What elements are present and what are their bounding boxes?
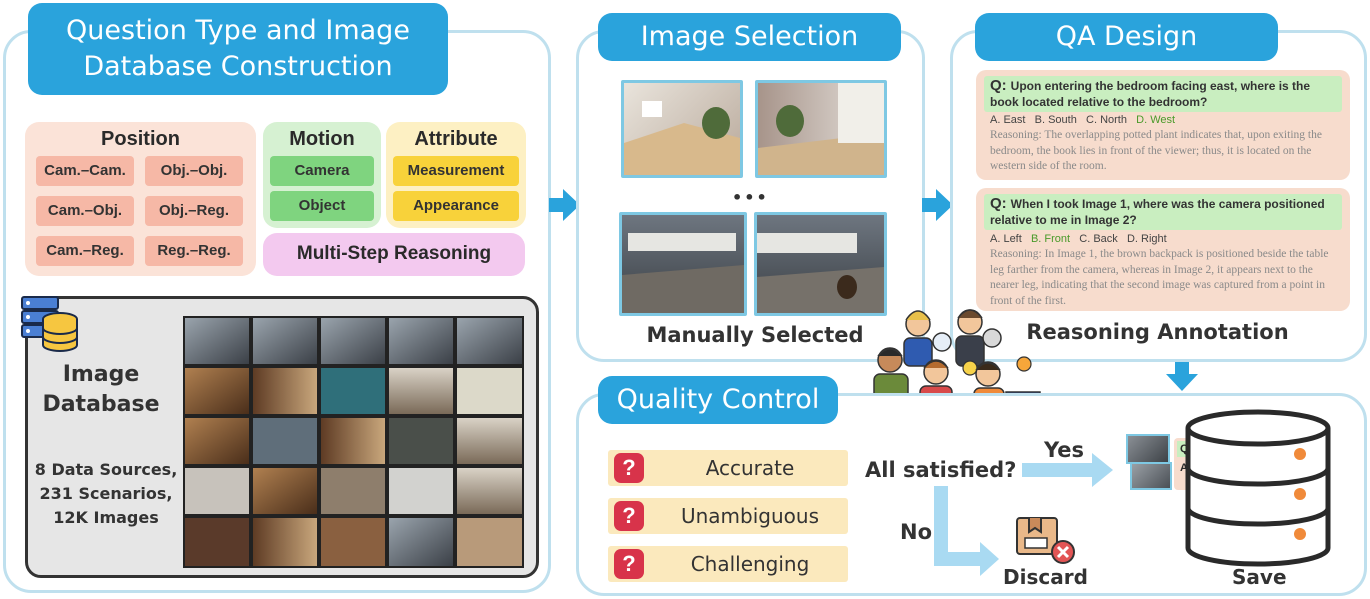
qc-item-accurate: ? Accurate xyxy=(608,450,848,486)
qa-question-1: Q:Upon entering the bedroom facing east,… xyxy=(984,76,1342,112)
option: C. Back xyxy=(1079,233,1118,245)
quality-control-title: Quality Control xyxy=(598,376,838,424)
ellipsis: ••• xyxy=(732,188,769,207)
yes-label: Yes xyxy=(1044,438,1085,462)
question-icon: ? xyxy=(614,549,644,579)
correct-option: D. West xyxy=(1136,114,1176,126)
attribute-box: Attribute Measurement Appearance xyxy=(386,122,526,228)
qc-label: Accurate xyxy=(705,456,795,480)
construction-title: Question Type and Image Database Constru… xyxy=(28,3,448,95)
attribute-chip: Measurement xyxy=(393,156,519,186)
option: C. North xyxy=(1086,114,1127,126)
motion-box: Motion Camera Object xyxy=(263,122,381,228)
grid-row-2 xyxy=(185,368,522,414)
attribute-title: Attribute xyxy=(414,128,498,150)
position-title: Position xyxy=(101,128,180,150)
position-chip: Cam.–Cam. xyxy=(36,156,134,186)
grid-row-1 xyxy=(185,318,522,364)
position-chip: Obj.–Obj. xyxy=(145,156,243,186)
database-stats: 8 Data Sources, 231 Scenarios, 12K Image… xyxy=(34,460,178,527)
option: D. Right xyxy=(1126,233,1167,245)
motion-chip: Camera xyxy=(270,156,374,186)
option: B. South xyxy=(1034,114,1077,126)
database-icon xyxy=(20,295,82,355)
qa-card-1: Q:Upon entering the bedroom facing east,… xyxy=(976,70,1350,180)
qc-label: Challenging xyxy=(690,552,810,576)
qa-options-2: A. Left B. Front C. Back D. Right xyxy=(990,233,1167,245)
qa-reasoning-1: Reasoning: The overlapping potted plant … xyxy=(990,129,1322,172)
question-icon: ? xyxy=(614,453,644,483)
q-mark: Q: xyxy=(990,195,1007,212)
option: A. Left xyxy=(990,233,1022,245)
qa-options-1: A. East B. South C. North D. West xyxy=(990,114,1175,126)
position-chip: Obj.–Reg. xyxy=(145,196,243,226)
grid-row-4 xyxy=(185,468,522,514)
attribute-chip: Appearance xyxy=(393,191,519,221)
selected-photo-1 xyxy=(621,80,743,178)
flow-arrow-icon xyxy=(549,188,581,222)
question-text: Upon entering the bedroom facing east, w… xyxy=(990,79,1311,109)
position-box: Position Cam.–Cam. Obj.–Obj. Cam.–Obj. O… xyxy=(25,122,256,276)
multi-step-box: Multi-Step Reasoning xyxy=(263,233,525,276)
mini-photo xyxy=(1126,434,1170,464)
flow-arrow-icon xyxy=(922,188,954,222)
flow-arrow-down-icon xyxy=(1165,362,1199,392)
qc-label: Unambiguous xyxy=(680,504,819,528)
discard-label: Discard xyxy=(1003,565,1088,589)
qc-item-unambiguous: ? Unambiguous xyxy=(608,498,848,534)
qa-design-title: QA Design xyxy=(975,13,1278,61)
all-satisfied-label: All satisfied? xyxy=(865,458,1017,482)
qa-reasoning-2: Reasoning: In Image 1, the brown backpac… xyxy=(990,248,1329,307)
question-text: When I took Image 1, where was the camer… xyxy=(990,197,1325,227)
question-icon: ? xyxy=(614,501,644,531)
save-label: Save xyxy=(1232,565,1287,589)
position-chip: Reg.–Reg. xyxy=(145,236,243,266)
grid-row-5 xyxy=(185,518,522,566)
no-arrow-icon xyxy=(932,486,1000,582)
no-label: No xyxy=(900,520,933,544)
correct-option: B. Front xyxy=(1030,233,1071,245)
save-database-icon xyxy=(1182,408,1334,568)
position-chip: Cam.–Reg. xyxy=(36,236,134,266)
qc-item-challenging: ? Challenging xyxy=(608,546,848,582)
q-mark: Q: xyxy=(990,77,1007,94)
option: A. East xyxy=(990,114,1026,126)
multi-step-label: Multi-Step Reasoning xyxy=(296,243,492,264)
selected-photo-4 xyxy=(754,212,887,316)
motion-title: Motion xyxy=(289,128,355,150)
qa-question-2: Q:When I took Image 1, where was the cam… xyxy=(984,194,1342,230)
selected-photo-2 xyxy=(755,80,887,178)
grid-row-3 xyxy=(185,418,522,464)
manually-selected-caption: Manually Selected xyxy=(646,323,864,347)
database-title: Image Database xyxy=(42,362,160,417)
motion-chip: Object xyxy=(270,191,374,221)
mini-photo xyxy=(1130,462,1172,490)
image-selection-title: Image Selection xyxy=(598,13,901,61)
reasoning-annotation-caption: Reasoning Annotation xyxy=(1026,320,1289,344)
discard-icon xyxy=(1015,514,1077,566)
position-chip: Cam.–Obj. xyxy=(36,196,134,226)
yes-arrow-icon xyxy=(1022,452,1114,488)
selected-photo-3 xyxy=(619,212,747,316)
image-grid xyxy=(183,316,524,568)
qa-card-2: Q:When I took Image 1, where was the cam… xyxy=(976,188,1350,311)
